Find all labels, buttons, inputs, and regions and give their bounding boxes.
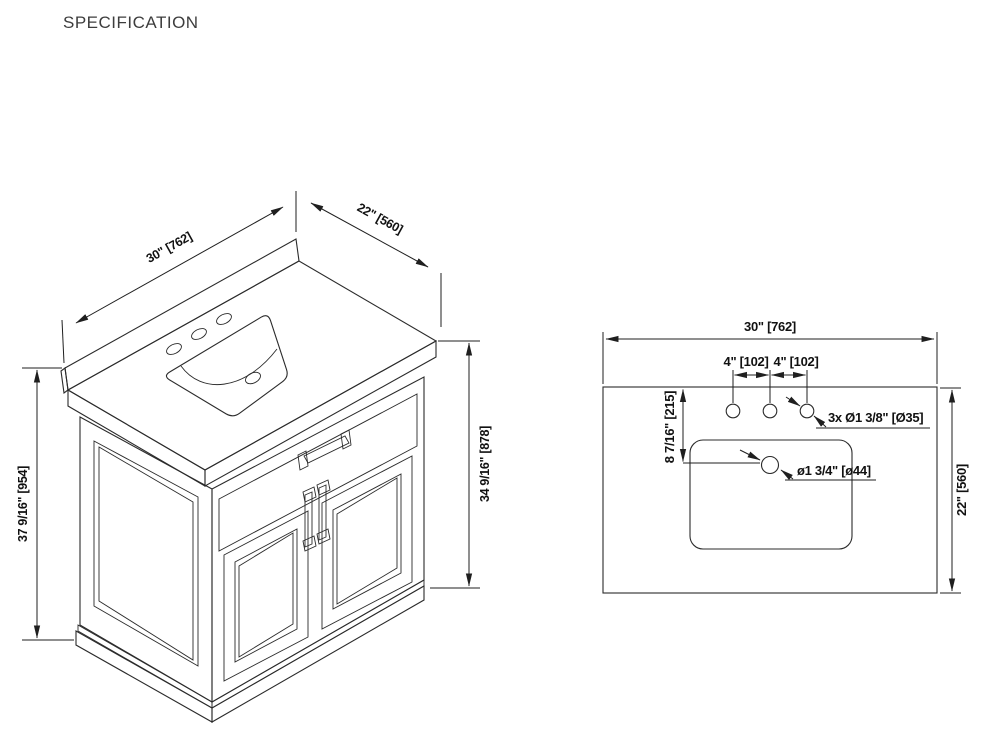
dimension-iso-width: 30" [762] [61, 191, 297, 364]
dimension-sink-center: 8 7/16" [215] [662, 388, 760, 464]
iso-height-total-label: 37 9/16" [954] [16, 466, 30, 542]
dimension-iso-height-total: 37 9/16" [954] [16, 367, 74, 641]
cabinet-front [211, 376, 425, 703]
dimension-iso-depth: 22" [560] [310, 200, 442, 327]
sink-center-label: 8 7/16" [215] [662, 391, 677, 463]
door-handles [302, 479, 331, 552]
drain-hole-top [760, 455, 780, 475]
callout-drain: ø1 3/4" [ø44] [739, 449, 876, 481]
iso-height-cabinet-label: 34 9/16" [878] [478, 426, 492, 502]
drain-label: ø1 3/4" [ø44] [797, 463, 871, 478]
isometric-view: 30" [762] 22" [560] 37 9/16" [954] 34 [16, 191, 492, 723]
page-title: SPECIFICATION [63, 13, 199, 32]
top-width-label: 30" [762] [744, 319, 796, 334]
dimension-iso-height-cabinet: 34 9/16" [878] [430, 340, 492, 589]
drain-hole [245, 371, 261, 385]
drawer-handle [297, 429, 352, 471]
top-depth-label: 22" [560] [954, 464, 969, 516]
faucet-holes-label: 3x Ø1 3/8" [Ø35] [828, 410, 923, 425]
dimension-top-width: 30" [762] [602, 319, 938, 384]
dimension-faucet-spacing: 4" [102] 4" [102] [724, 354, 819, 403]
dimension-top-depth: 22" [560] [940, 387, 969, 594]
sink-basin [165, 315, 288, 417]
faucet-holes [166, 313, 232, 355]
countertop-top-view: 30" [762] 22" [560] 4" [102] 4" [102] [602, 319, 969, 594]
faucet-spacing-left-label: 4" [102] [724, 354, 769, 369]
base-kick [75, 579, 425, 723]
right-door [321, 455, 413, 630]
iso-width-label: 30" [762] [144, 229, 194, 266]
drawer [218, 393, 418, 552]
faucet-holes-top [725, 403, 815, 419]
sink-cutout [689, 439, 853, 550]
left-door [223, 510, 309, 682]
cabinet-side-panel [79, 416, 213, 703]
callout-faucet-holes: 3x Ø1 3/8" [Ø35] [785, 396, 930, 429]
faucet-spacing-right-label: 4" [102] [774, 354, 819, 369]
